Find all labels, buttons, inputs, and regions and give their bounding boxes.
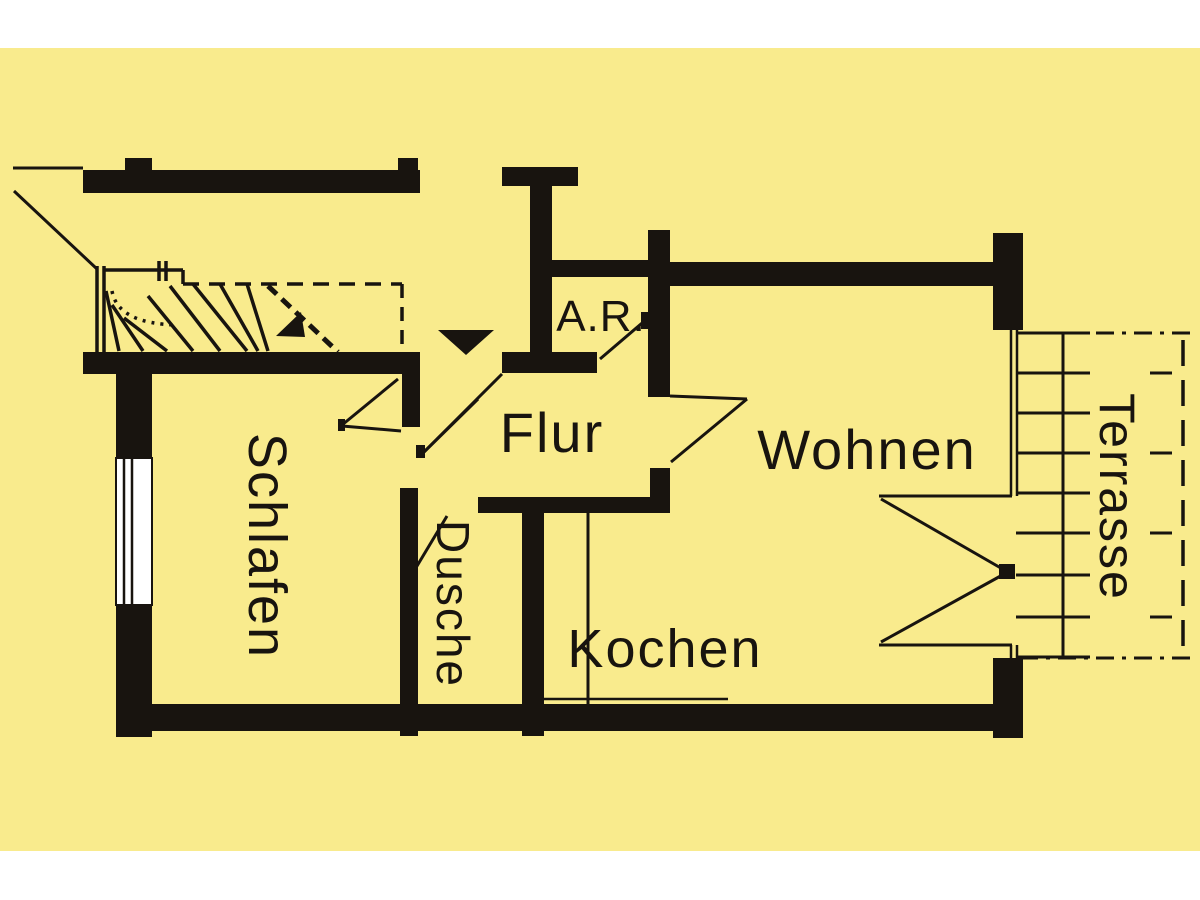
kitchen-partition-line bbox=[540, 513, 728, 706]
entrance-arrow-icon bbox=[438, 330, 494, 355]
terrace bbox=[1016, 331, 1192, 660]
walls bbox=[83, 158, 1023, 738]
room-label-dusche: Dusche bbox=[427, 520, 479, 688]
room-label-schlafen: Schlafen bbox=[237, 432, 297, 660]
staircase bbox=[95, 261, 404, 354]
doors bbox=[338, 312, 1015, 647]
room-label-wohnen: Wohnen bbox=[757, 418, 977, 481]
stair-direction-arrowhead bbox=[276, 312, 305, 337]
window bbox=[115, 457, 153, 606]
room-label-kochen: Kochen bbox=[567, 619, 763, 679]
room-label-terrasse: Terrasse bbox=[1089, 393, 1145, 601]
exterior-lines bbox=[12, 166, 99, 271]
room-label-flur: Flur bbox=[499, 401, 605, 464]
room-label-abstellraum: A.R. bbox=[556, 292, 646, 341]
